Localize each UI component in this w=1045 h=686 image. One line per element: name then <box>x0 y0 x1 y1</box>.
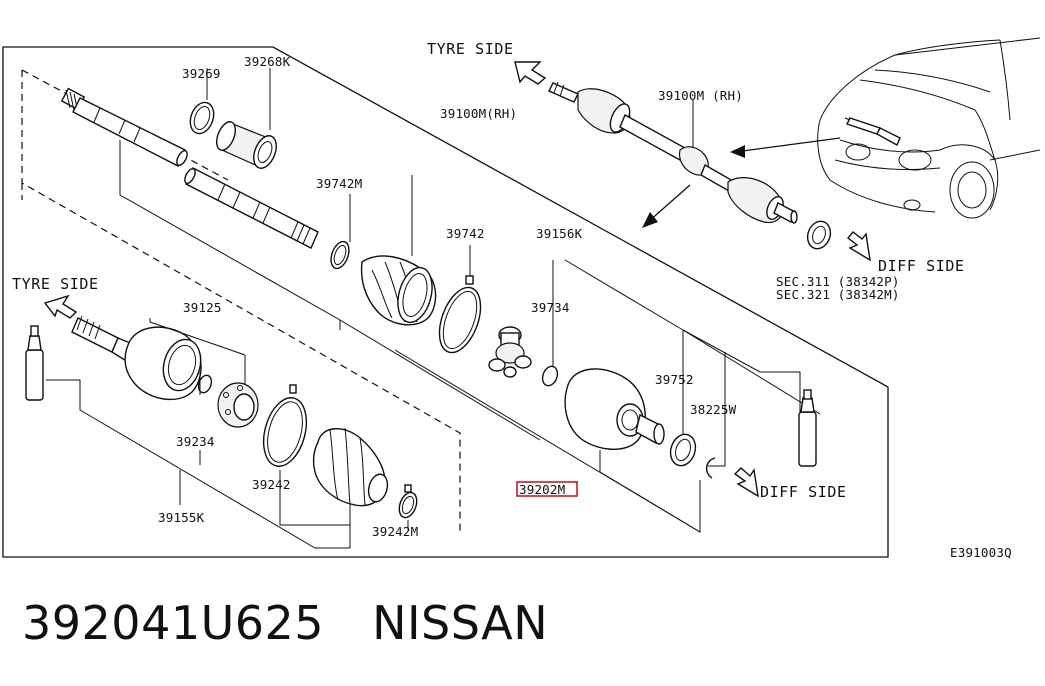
grease-tube-right <box>798 389 817 467</box>
diagram-frame <box>2 46 889 558</box>
label-39268k: 39268K <box>244 54 291 69</box>
label-tyre-side-top: TYRE SIDE <box>427 40 514 58</box>
snap-ring <box>541 365 559 387</box>
label-39242: 39242 <box>252 477 291 492</box>
inner-joint-housing <box>564 368 665 450</box>
highlight-box-39202m <box>516 481 578 497</box>
grease-tube-left <box>25 325 44 401</box>
outer-boot <box>312 427 389 507</box>
dashed-assembly-outline <box>21 70 461 533</box>
label-diff-side-right: DIFF SIDE <box>878 257 965 275</box>
diff-side-arrow-right <box>846 231 871 262</box>
location-arrow <box>642 137 841 228</box>
circlip-38225w <box>705 457 716 479</box>
boot-band-39742m <box>330 240 350 270</box>
label-39269: 39269 <box>182 66 221 81</box>
label-39125: 39125 <box>183 300 222 315</box>
brand-name: NISSAN <box>372 596 549 650</box>
part-number: 392041U625 <box>22 596 325 650</box>
part-caption: 392041U625 NISSAN <box>22 596 548 660</box>
label-sec-311: SEC.311 (38342P) <box>776 274 900 289</box>
label-diff-side-bottom: DIFF SIDE <box>760 483 847 501</box>
label-tyre-side-left: TYRE SIDE <box>12 275 99 293</box>
label-38225w: 38225W <box>690 402 737 417</box>
oil-seal-rh <box>806 220 832 250</box>
boot-39742 <box>360 255 437 326</box>
tyre-side-arrow-top <box>514 61 547 85</box>
vehicle-location-sketch <box>817 37 1041 219</box>
label-39156k: 39156K <box>536 226 583 241</box>
label-39100m-rh-top: 39100M (RH) <box>658 88 743 103</box>
clip-ring-39269 <box>189 101 215 135</box>
tyre-side-arrow-left <box>43 294 78 319</box>
label-39100m-rh: 39100M(RH) <box>440 106 517 121</box>
label-sec-321: SEC.321 (38342M) <box>776 287 900 302</box>
label-39734: 39734 <box>531 300 570 315</box>
label-39202m-highlighted: 39202M <box>519 482 565 497</box>
snap-ring-39234 <box>197 374 213 394</box>
label-39242m: 39242M <box>372 524 418 539</box>
tripod-joint <box>488 326 532 378</box>
oil-seal-39752 <box>669 433 697 467</box>
drive-shaft-assembly-rh <box>548 81 798 224</box>
boot-band-39242 <box>262 384 308 467</box>
inner-shaft-assembly <box>60 87 319 249</box>
label-39155k: 39155K <box>158 510 205 525</box>
label-39234: 39234 <box>176 434 215 449</box>
boot-band-large <box>438 275 482 354</box>
boot-band-39242m <box>398 484 418 519</box>
outer-joint-assembly <box>71 315 202 401</box>
diagram-labels: TYRE SIDE TYRE SIDE DIFF SIDE DIFF SIDE … <box>12 40 1012 560</box>
label-39752: 39752 <box>655 372 694 387</box>
damper-39268k <box>215 121 277 169</box>
diff-side-arrow-bottom <box>733 467 759 498</box>
label-figure-code: E391003Q <box>950 545 1012 560</box>
label-39742m: 39742M <box>316 176 362 191</box>
inner-race <box>217 382 259 428</box>
label-39742: 39742 <box>446 226 485 241</box>
